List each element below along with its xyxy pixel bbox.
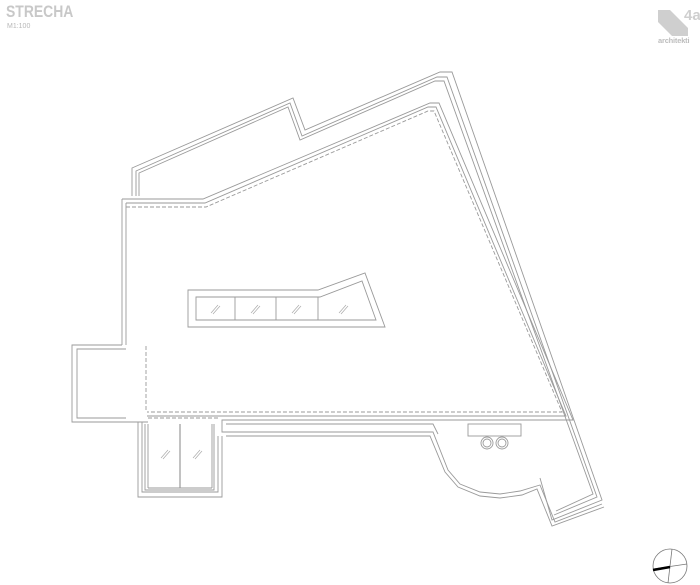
- roof-drains: [467, 423, 522, 450]
- drawing-scale: M1:100: [7, 23, 31, 30]
- left-annex: [71, 344, 148, 423]
- drain-icon: [480, 436, 494, 450]
- drawing-title: STRECHA: [6, 2, 74, 21]
- north-arrow-icon: [652, 548, 688, 584]
- glass-door-area: [137, 422, 223, 498]
- logo-icon: 4a: [658, 7, 700, 36]
- main-roof-outline: [121, 102, 605, 527]
- glass-hatch-icon: [210, 304, 349, 315]
- roof-edge-dashed: [126, 110, 563, 419]
- logo-mark: 4a: [684, 7, 700, 24]
- skylight: [187, 272, 386, 328]
- upper-wing-outline: [131, 71, 603, 521]
- glass-hatch-icon: [160, 449, 203, 460]
- logo-text: architekti: [658, 36, 690, 45]
- drain-icon: [495, 436, 509, 450]
